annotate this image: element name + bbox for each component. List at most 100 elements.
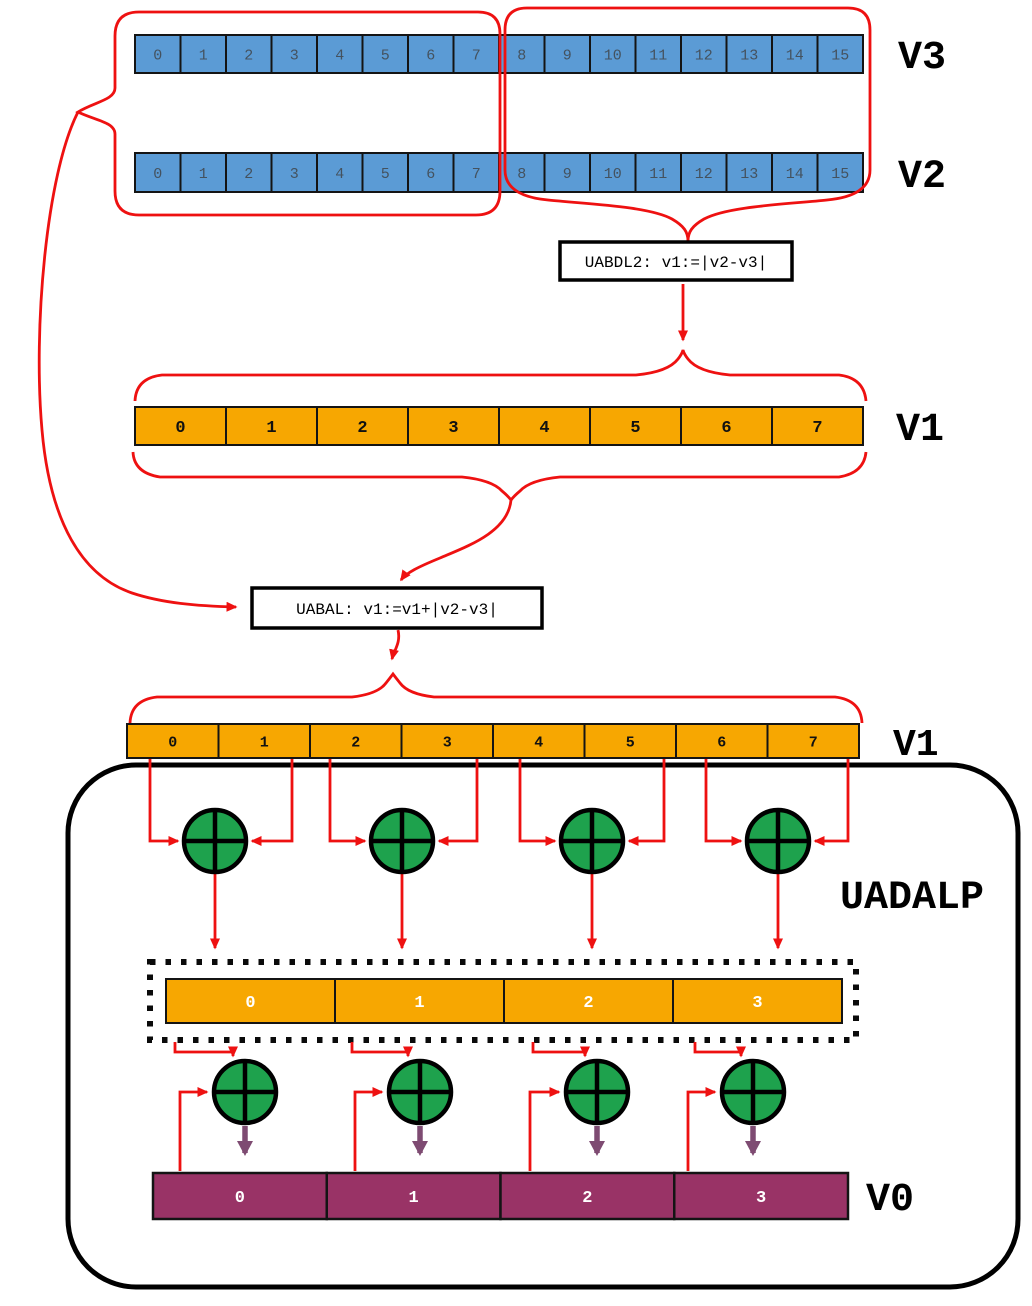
vector-cell-label: 9 xyxy=(563,166,572,183)
vector-cell xyxy=(543,34,591,74)
red-v0-feedback-line xyxy=(178,1087,209,1171)
vector-cell-label: 2 xyxy=(583,994,593,1013)
adder-circle-plus-icon xyxy=(563,1058,631,1126)
adder-circle-plus-icon xyxy=(744,807,812,875)
red-pairsum-feed-line xyxy=(693,1042,746,1058)
vector-cell xyxy=(680,406,773,446)
vector-cell-label: 0 xyxy=(153,47,162,64)
upper-adders xyxy=(148,759,850,950)
red-group-box-low-halves xyxy=(75,10,502,217)
vector-cell-label: 8 xyxy=(517,166,526,183)
vector-cell-label: 3 xyxy=(290,166,299,183)
red-feed-line xyxy=(627,759,666,846)
vector-cell-label: 10 xyxy=(604,166,622,183)
vector-cell xyxy=(400,723,494,759)
vector-cell-label: 11 xyxy=(649,47,667,64)
vector-cell-label: 15 xyxy=(831,47,849,64)
vector-cell-label: 1 xyxy=(260,734,269,751)
red-feed-line xyxy=(250,759,294,846)
adder-circle-plus-icon xyxy=(386,1058,454,1126)
uadalp-block-label: UADALP xyxy=(840,876,984,921)
vector-cell xyxy=(334,978,505,1024)
vector-cell-label: 5 xyxy=(381,166,390,183)
vector-cell xyxy=(680,152,728,193)
vector-cell-label: 13 xyxy=(740,47,758,64)
vector-cell xyxy=(492,723,586,759)
vector-cell-label: 4 xyxy=(534,734,543,751)
vector-cell xyxy=(165,978,336,1024)
vector-cell-label: 9 xyxy=(563,47,572,64)
vector-cell-label: 3 xyxy=(756,1189,766,1208)
vector-cell xyxy=(771,152,819,193)
vector-cell-label: 13 xyxy=(740,166,758,183)
vector-cell-label: 4 xyxy=(539,419,549,438)
vector-cell-label: 0 xyxy=(168,734,177,751)
v3-register-label: V3 xyxy=(898,36,946,81)
dotted-temp-vector-outline xyxy=(147,959,859,1043)
vector-cell xyxy=(179,34,227,74)
v1-accum-register-label: V1 xyxy=(893,724,939,767)
vector-cell-label: 12 xyxy=(695,47,713,64)
lower-adders xyxy=(173,1042,787,1171)
vector-cell xyxy=(634,152,682,193)
vector-cell xyxy=(771,406,864,446)
uabal-instruction-text: UABAL: v1:=v1+|v2-v3| xyxy=(296,601,498,619)
red-pairsum-feed-line xyxy=(173,1042,238,1058)
red-feed-line xyxy=(328,759,367,846)
vector-cell-label: 8 xyxy=(517,47,526,64)
vector-cell xyxy=(589,152,637,193)
vector-cell-label: 0 xyxy=(235,1189,245,1208)
vector-cell xyxy=(675,723,769,759)
red-feed-line xyxy=(813,759,850,846)
uabdl2-instruction-text: UABDL2: v1:=|v2-v3| xyxy=(585,254,767,272)
vector-cell xyxy=(680,34,728,74)
vector-cell xyxy=(816,34,864,74)
vector-cell-label: 6 xyxy=(426,166,435,183)
red-arrow-uabal-to-v1 xyxy=(389,629,401,661)
vector-cell xyxy=(499,1171,676,1221)
red-curve-v1-to-uabal xyxy=(399,499,513,582)
vector-cell-label: 6 xyxy=(721,419,731,438)
vector-cell-label: 1 xyxy=(409,1189,419,1208)
vector-cell xyxy=(316,34,364,74)
red-feed-line xyxy=(148,759,180,846)
vector-cell-label: 2 xyxy=(351,734,360,751)
vector-cell xyxy=(361,34,409,74)
vector-cell-label: 1 xyxy=(266,419,276,438)
red-feed-line xyxy=(518,759,557,846)
vector-cell-label: 0 xyxy=(245,994,255,1013)
vector-cell-label: 15 xyxy=(831,166,849,183)
vector-cell-label: 1 xyxy=(199,166,208,183)
vector-cell-label: 11 xyxy=(649,166,667,183)
adder-circle-plus-icon xyxy=(211,1058,279,1126)
vector-cell-label: 3 xyxy=(752,994,762,1013)
vector-cell xyxy=(217,723,311,759)
vector-cell-label: 3 xyxy=(448,419,458,438)
red-brace-over-v1-accum xyxy=(128,671,864,724)
v1-wide-register-label: V1 xyxy=(896,408,944,453)
vector-cell-label: 2 xyxy=(582,1189,592,1208)
vector-cell xyxy=(498,406,591,446)
vector-cell-label: 2 xyxy=(357,419,367,438)
vector-cell-label: 6 xyxy=(426,47,435,64)
vector-cell-label: 2 xyxy=(244,166,253,183)
red-v0-feedback-line xyxy=(353,1087,384,1171)
red-group-box-high-halves xyxy=(503,6,872,242)
uabdl2-instruction-box: UABDL2: v1:=|v2-v3| xyxy=(558,240,794,282)
vector-cell xyxy=(589,34,637,74)
vector-cell xyxy=(771,34,819,74)
red-curve-low-halves-to-uabal xyxy=(37,111,238,612)
vector-cell xyxy=(816,152,864,193)
red-v0-feedback-line xyxy=(528,1087,561,1171)
vector-cell xyxy=(672,978,843,1024)
vector-cell xyxy=(134,34,182,74)
red-pairsum-feed-line xyxy=(531,1042,590,1058)
vector-cell-label: 3 xyxy=(290,47,299,64)
red-v0-feedback-line xyxy=(686,1087,717,1171)
